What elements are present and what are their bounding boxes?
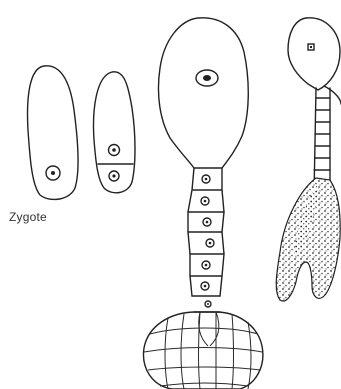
haustorial-basal-cell [288,18,340,90]
globular-embryo-stage [144,18,263,389]
zygote-cell [28,66,78,200]
basal-suspensor-cell [158,18,248,168]
two-celled-proembryo [94,72,135,193]
suspensor-chain [188,168,224,312]
cotyledon-embryo [276,178,340,301]
globular-embryo [144,312,263,389]
advanced-embryo-stage [276,18,341,301]
zygote-label: Zygote [9,210,47,224]
